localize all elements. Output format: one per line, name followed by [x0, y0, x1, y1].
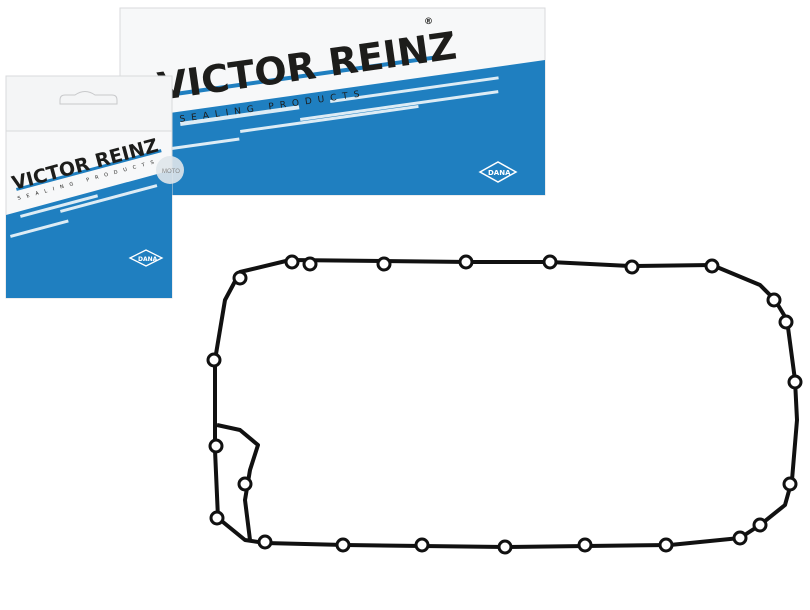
bolt-hole — [206, 352, 222, 368]
small-dana-logo-text: DANA — [138, 256, 158, 263]
bolt-hole — [577, 537, 593, 553]
bolt-hole — [787, 374, 803, 390]
bolt-hole — [542, 254, 558, 270]
bolt-hole — [237, 476, 253, 492]
bolt-hole — [257, 534, 273, 550]
large-box: VICTOR REINZ ® SEALING PRODUCTS DANA — [119, 7, 546, 196]
bolt-hole — [752, 517, 768, 533]
bolt-hole — [232, 270, 248, 286]
bolt-hole — [458, 254, 474, 270]
bolt-hole — [732, 530, 748, 546]
bolt-hole — [208, 438, 224, 454]
hologram-sticker — [156, 156, 184, 184]
bolt-hole — [335, 537, 351, 553]
bolt-hole — [302, 256, 318, 272]
bolt-hole — [778, 314, 794, 330]
bolt-hole — [658, 537, 674, 553]
bolt-hole — [376, 256, 392, 272]
small-dana-logo — [128, 249, 164, 267]
dana-logo-text: DANA — [488, 169, 511, 177]
oil-pan-gasket — [206, 254, 803, 555]
bolt-hole — [704, 258, 720, 274]
registered-mark: ® — [424, 17, 433, 27]
bolt-hole — [782, 476, 798, 492]
bolt-hole — [414, 537, 430, 553]
bolt-hole — [766, 292, 782, 308]
small-box: VICTOR REINZ SEALING PRODUCTS MOTO DANA — [5, 75, 184, 299]
bolt-hole — [209, 510, 225, 526]
bolt-hole — [497, 539, 513, 555]
sticker-text: MOTO — [162, 169, 180, 175]
dana-logo — [478, 161, 518, 183]
bolt-hole — [624, 259, 640, 275]
bolt-hole — [284, 254, 300, 270]
